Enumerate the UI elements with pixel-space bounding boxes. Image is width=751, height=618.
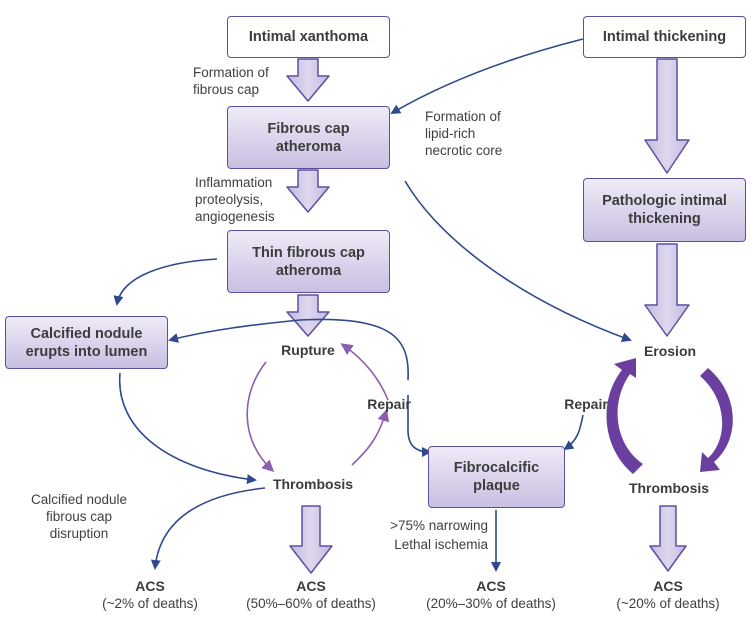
label-formation-necrotic-core: Formation of lipid-rich necrotic core — [425, 109, 503, 158]
outcome-acs-3: ACS (20%–30% of deaths) — [411, 578, 571, 612]
box-fibrocalcific-plaque: Fibrocalcific plaque — [428, 446, 565, 508]
outcome-acs-4-share: (~20% of deaths) — [616, 596, 720, 611]
arrow-fibrous-cap-to-thin-cap — [286, 169, 330, 213]
arrow-thrombosis-to-repair — [351, 409, 390, 466]
arrow-right-repair-to-fibrocalcific — [563, 414, 584, 451]
arrow-xanthoma-to-fibrous-cap — [286, 58, 330, 102]
arrow-to-calcified-nodule — [170, 318, 409, 381]
label-formation-fibrous-cap: Formation of fibrous cap — [193, 65, 269, 97]
box-fibrous-cap-atheroma-label: Fibrous cap atheroma — [267, 120, 350, 155]
block-arrows — [286, 58, 690, 574]
outcome-acs-1-label: ACS — [135, 578, 165, 594]
event-thrombosis-right: Thrombosis — [628, 480, 710, 496]
outcome-acs-4-label: ACS — [653, 578, 683, 594]
label-inflammation: Inflammation proteolysis, angiogenesis — [195, 175, 275, 224]
arrow-erosion-to-thrombosis — [700, 368, 733, 472]
outcome-acs-4: ACS (~20% of deaths) — [598, 578, 738, 612]
event-erosion: Erosion — [643, 343, 697, 359]
arrow-thrombosis-left-to-acs — [289, 505, 333, 574]
arrow-thickening-to-fibrous-cap — [390, 38, 584, 115]
box-fibrous-cap-atheroma: Fibrous cap atheroma — [227, 106, 390, 169]
arrow-thin-cap-to-rupture — [286, 294, 330, 337]
outcome-acs-1: ACS (~2% of deaths) — [85, 578, 215, 612]
label-calcified-disruption: Calcified nodule fibrous cap disruption — [30, 492, 128, 541]
thin-arrows — [113, 38, 632, 572]
box-pathologic-intimal-thickening-label: Pathologic intimal thickening — [602, 193, 727, 227]
outcome-acs-3-share: (20%–30% of deaths) — [426, 596, 556, 611]
outcome-acs-1-share: (~2% of deaths) — [102, 596, 198, 611]
box-fibrocalcific-plaque-label: Fibrocalcific plaque — [453, 460, 540, 494]
box-thin-fibrous-cap-atheroma: Thin fibrous cap atheroma — [227, 230, 390, 293]
arrow-thrombosis-to-erosion — [606, 358, 643, 474]
label-narrowing: >75% narrowing — [390, 518, 488, 533]
box-calcified-nodule: Calcified nodule erupts into lumen — [5, 316, 168, 369]
arrow-thin-cap-to-calcified — [113, 258, 218, 306]
outcome-acs-2-share: (50%–60% of deaths) — [246, 596, 376, 611]
event-thrombosis-left: Thrombosis — [272, 476, 354, 492]
arrow-repair-to-rupture — [340, 343, 389, 401]
arrow-thickening-to-pathologic — [644, 58, 690, 174]
box-intimal-thickening: Intimal thickening — [583, 16, 746, 58]
event-rupture: Rupture — [281, 342, 335, 358]
box-thin-fibrous-cap-atheroma-label: Thin fibrous cap atheroma — [252, 244, 365, 279]
rupture-repair-cycle — [246, 343, 390, 473]
label-lethal-ischemia: Lethal ischemia — [394, 537, 488, 552]
box-intimal-xanthoma: Intimal xanthoma — [227, 16, 390, 58]
arrow-thrombosis-right-to-acs — [649, 505, 687, 572]
box-intimal-xanthoma-label: Intimal xanthoma — [248, 29, 369, 45]
arrow-calcified-to-thrombosis — [118, 372, 257, 485]
outcome-acs-2: ACS (50%–60% of deaths) — [231, 578, 391, 612]
arrow-fibrous-cap-to-erosion — [404, 180, 632, 342]
arrow-repair-to-fibrocalcific — [407, 395, 432, 457]
erosion-thrombosis-cycle — [606, 358, 733, 474]
arrow-pathologic-to-erosion — [644, 243, 690, 337]
box-calcified-nodule-label: Calcified nodule erupts into lumen — [25, 325, 148, 360]
arrow-thrombosis-to-acs-left — [150, 487, 266, 570]
event-repair-right: Repair — [564, 396, 608, 412]
outcome-acs-3-label: ACS — [476, 578, 506, 594]
event-repair-left: Repair — [367, 396, 411, 412]
outcome-acs-2-label: ACS — [296, 578, 326, 594]
box-pathologic-intimal-thickening: Pathologic intimal thickening — [583, 178, 746, 242]
arrow-rupture-to-thrombosis — [246, 361, 275, 473]
box-intimal-thickening-label: Intimal thickening — [602, 29, 727, 45]
